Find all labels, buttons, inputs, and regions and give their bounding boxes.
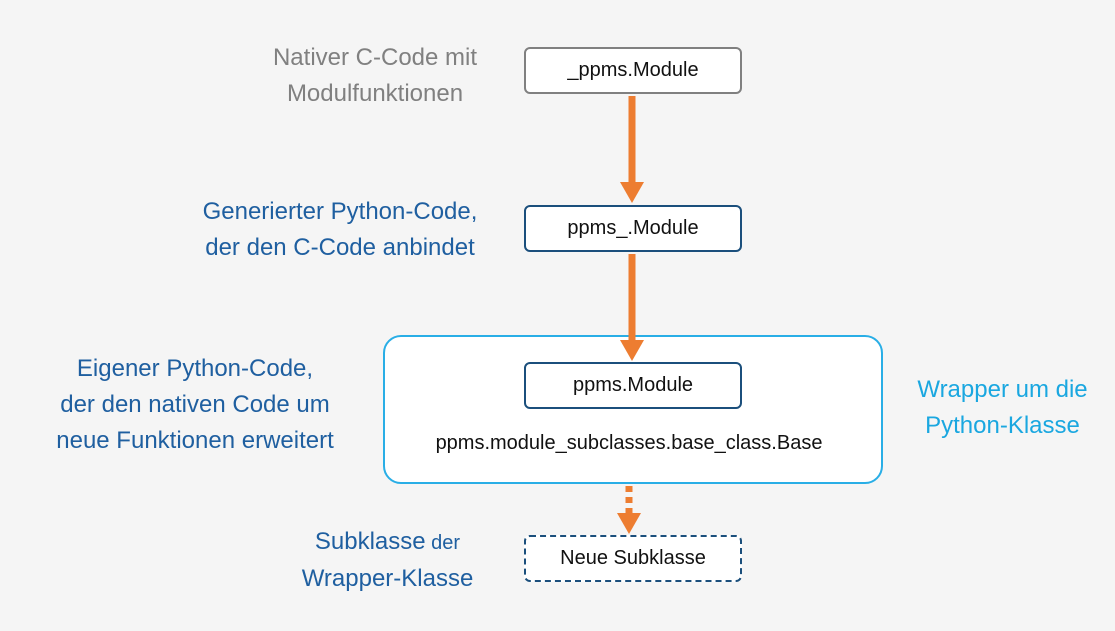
wrapper-label: Wrapper um die Python-Klasse xyxy=(917,376,1088,439)
arrow-c-to-generated xyxy=(620,96,644,203)
arrow-head xyxy=(620,340,644,361)
own-python-label: Eigener Python-Code, der den nativen Cod… xyxy=(56,355,334,454)
base-class-text: ppms.module_subclasses.base_class.Base xyxy=(435,432,823,454)
arrow-generated-to-module xyxy=(620,254,644,361)
subclass-label: Subklasse der Wrapper-Klasse xyxy=(301,528,474,592)
node-c-module: _ppms.Module xyxy=(524,47,742,94)
arrow-head xyxy=(617,513,641,534)
native-c-code-label: Nativer C-Code mit Modulfunktionen xyxy=(272,44,478,107)
arrow-wrapper-to-subclass xyxy=(617,486,641,534)
node-new-subclass: Neue Subklasse xyxy=(524,535,742,582)
node-generated-module: ppms_.Module xyxy=(524,205,742,252)
node-ppms-module: ppms.Module xyxy=(524,362,742,409)
generated-python-label: Generierter Python-Code, der den C-Code … xyxy=(202,198,478,261)
arrow-head xyxy=(620,182,644,203)
